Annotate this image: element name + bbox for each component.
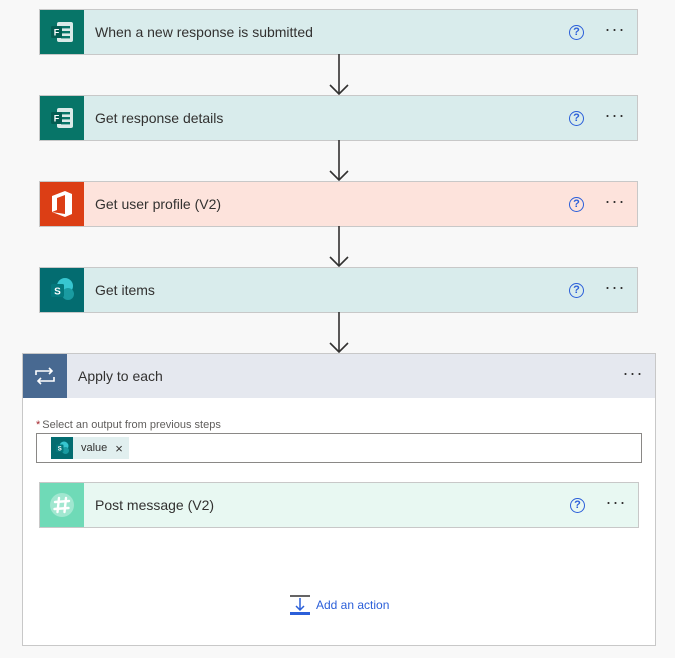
- more-options-button[interactable]: ···: [622, 363, 644, 383]
- arrow-down-icon: [329, 312, 349, 353]
- step-card-new-response[interactable]: F When a new response is submitted ? ···: [39, 9, 638, 55]
- help-icon[interactable]: ?: [569, 282, 584, 298]
- step-title: When a new response is submitted: [95, 24, 313, 40]
- step-title: Get items: [95, 282, 155, 298]
- more-options-button[interactable]: ···: [604, 277, 626, 297]
- svg-text:F: F: [54, 28, 60, 38]
- add-action-label: Add an action: [316, 598, 390, 612]
- apply-to-each-header[interactable]: Apply to each ···: [23, 354, 655, 398]
- sharepoint-icon: S: [40, 268, 84, 312]
- step-title: Post message (V2): [95, 497, 215, 513]
- more-options-button[interactable]: ···: [605, 492, 627, 512]
- output-field-label: *Select an output from previous steps: [36, 419, 221, 431]
- loop-icon: [23, 354, 67, 398]
- step-card-user-profile[interactable]: Get user profile (V2) ? ···: [39, 181, 638, 227]
- office365-icon: [40, 182, 84, 226]
- value-token[interactable]: S value ×: [51, 437, 129, 459]
- svg-text:S: S: [54, 287, 61, 298]
- more-options-button[interactable]: ···: [604, 191, 626, 211]
- help-icon[interactable]: ?: [570, 497, 585, 513]
- required-marker: *: [36, 419, 41, 431]
- more-options-button[interactable]: ···: [604, 105, 626, 125]
- step-card-post-message[interactable]: Post message (V2) ? ···: [39, 482, 639, 528]
- help-icon[interactable]: ?: [569, 196, 584, 212]
- more-options-button[interactable]: ···: [604, 19, 626, 39]
- help-icon[interactable]: ?: [569, 24, 584, 40]
- arrow-down-icon: [329, 140, 349, 181]
- remove-token-icon[interactable]: ×: [115, 440, 123, 456]
- arrow-down-icon: [329, 226, 349, 267]
- step-card-get-items[interactable]: S Get items ? ···: [39, 267, 638, 313]
- forms-icon: F: [40, 96, 84, 140]
- step-title: Get response details: [95, 110, 224, 126]
- svg-text:S: S: [58, 447, 62, 453]
- step-card-response-details[interactable]: F Get response details ? ···: [39, 95, 638, 141]
- slack-icon: [40, 483, 84, 527]
- add-action-button[interactable]: Add an action: [289, 594, 389, 616]
- sharepoint-icon: S: [51, 437, 73, 459]
- step-title: Get user profile (V2): [95, 196, 222, 212]
- apply-to-each-container: Apply to each ··· *Select an output from…: [22, 353, 656, 646]
- forms-icon: F: [40, 10, 84, 54]
- add-action-icon: [290, 595, 310, 615]
- help-icon[interactable]: ?: [569, 110, 584, 126]
- arrow-down-icon: [329, 54, 349, 95]
- svg-text:F: F: [54, 114, 60, 124]
- output-select-input[interactable]: S value ×: [36, 433, 642, 463]
- apply-to-each-title: Apply to each: [78, 368, 163, 384]
- token-label: value: [81, 442, 108, 454]
- output-field-label-text: Select an output from previous steps: [42, 419, 221, 431]
